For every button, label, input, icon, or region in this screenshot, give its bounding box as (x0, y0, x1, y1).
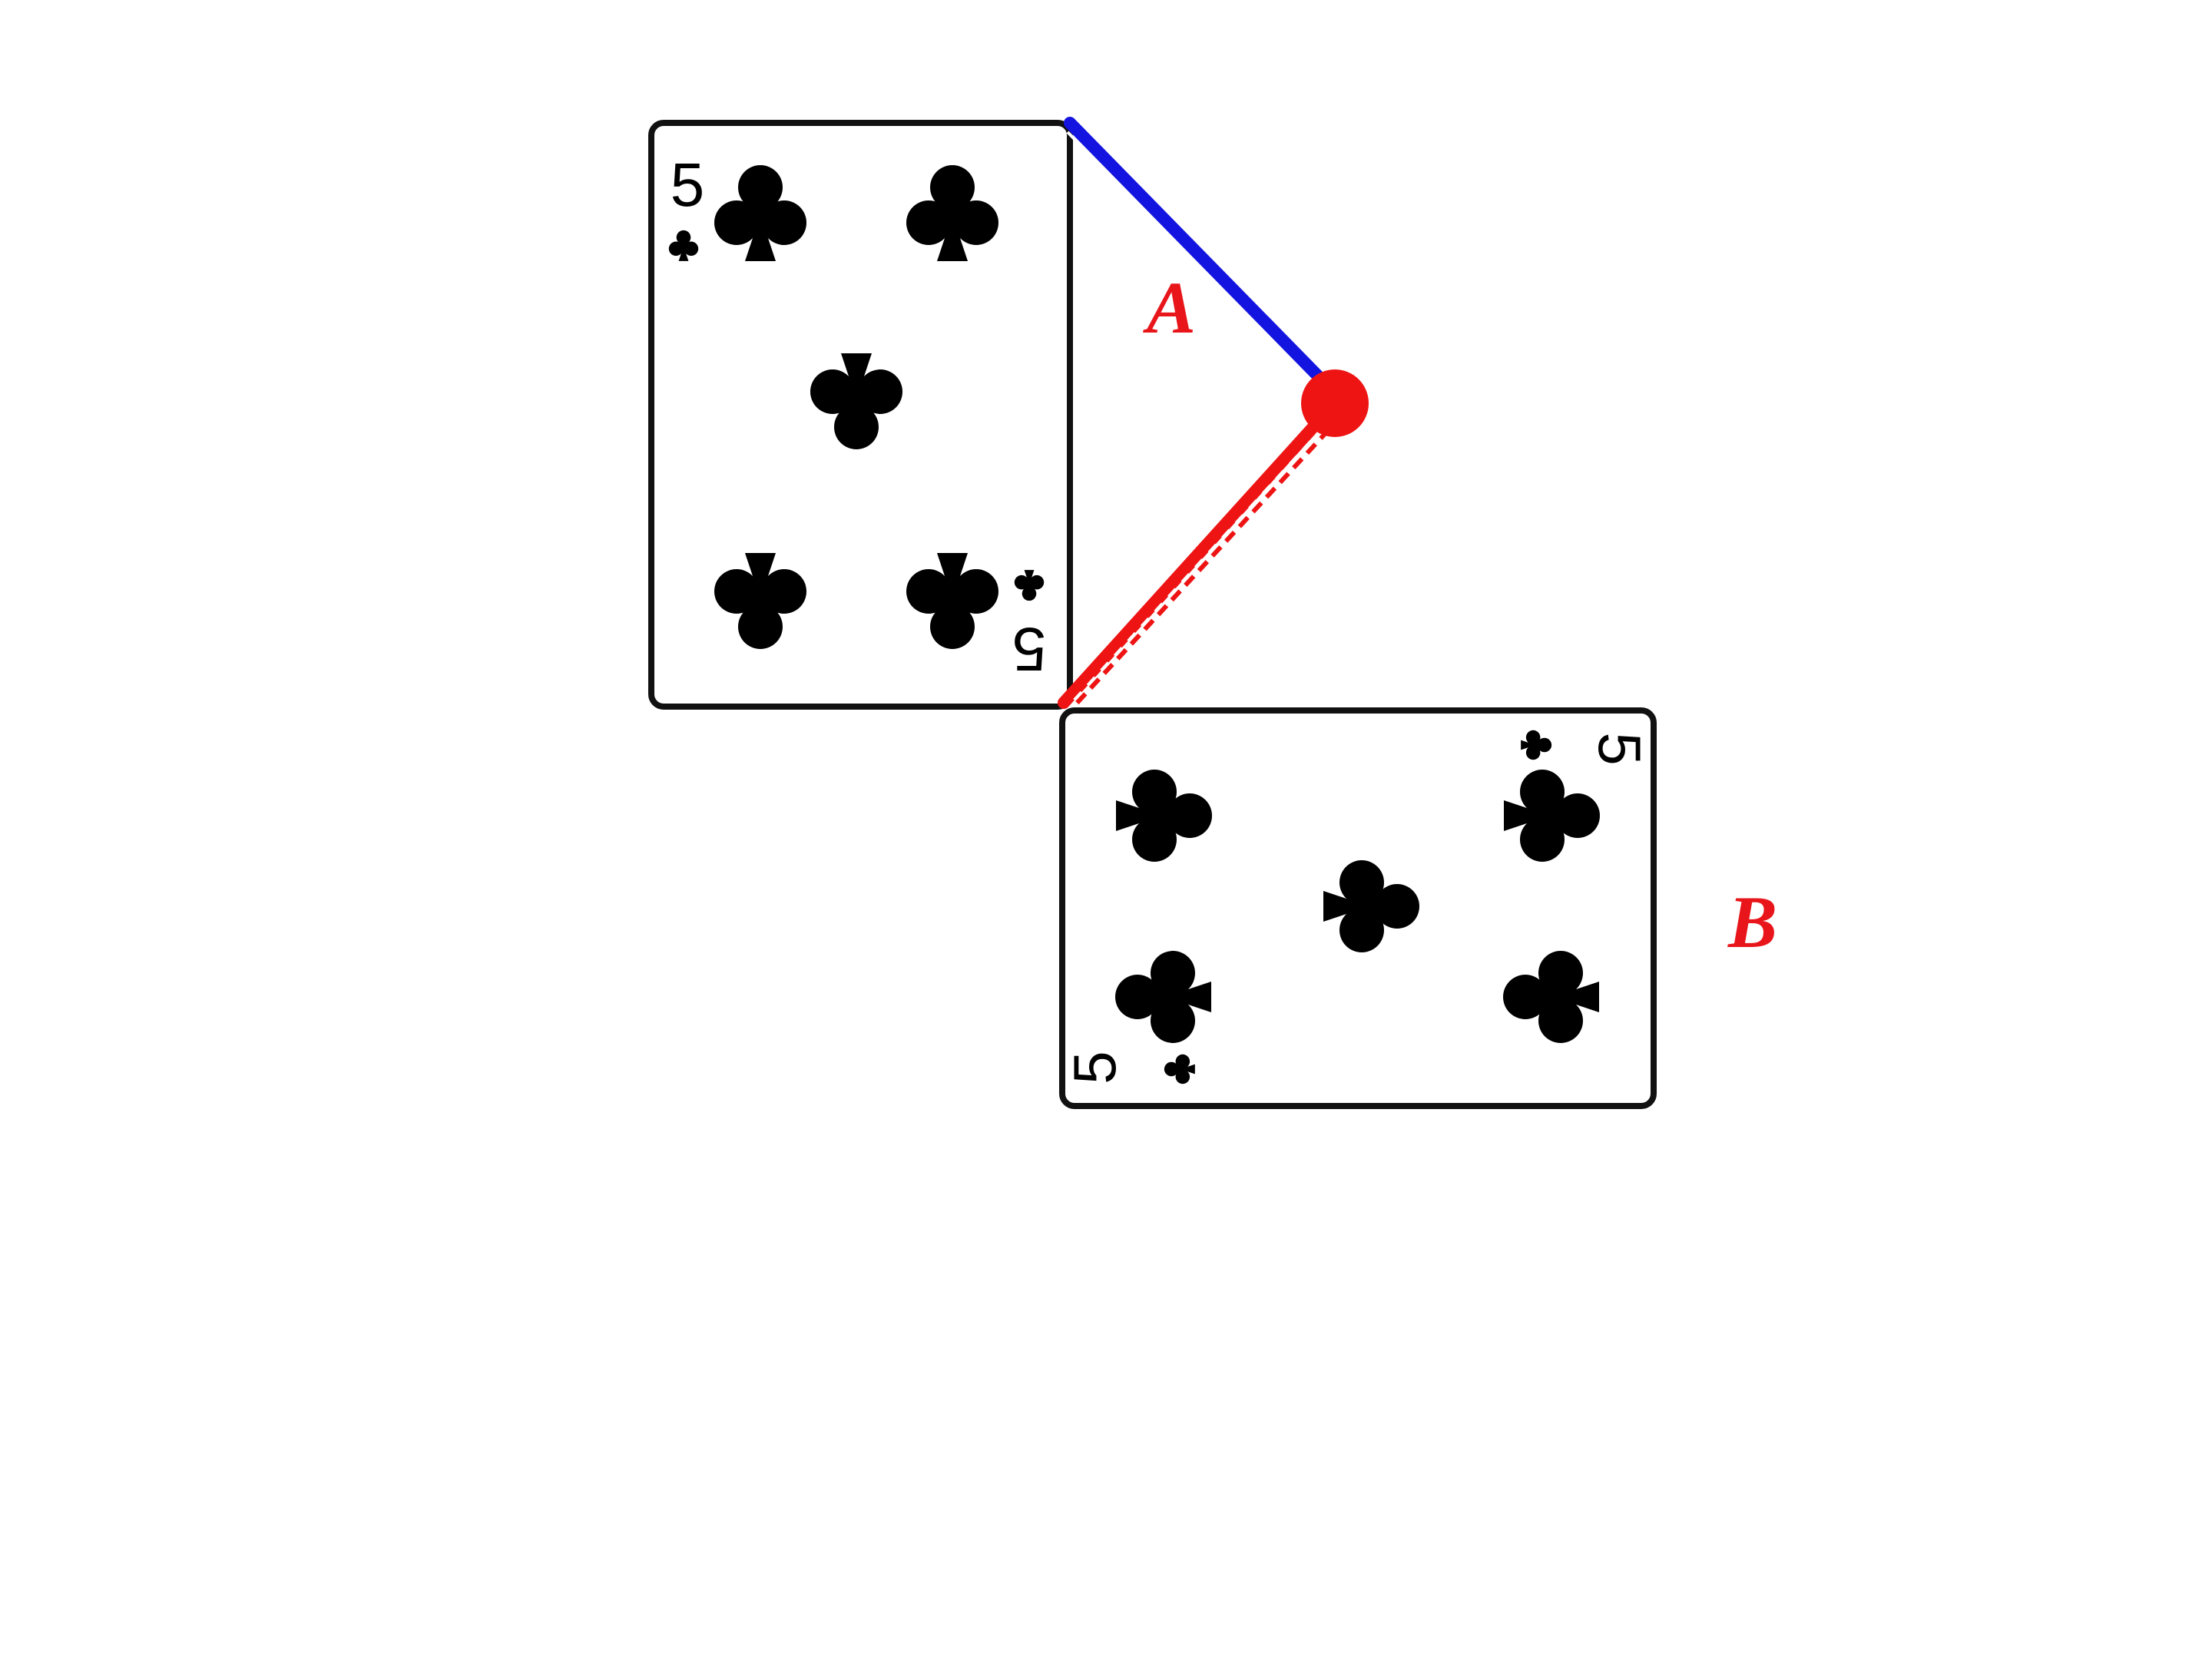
card-a: 5 5 (648, 120, 1073, 710)
card-a-rank-bottom: 5 (1012, 615, 1047, 684)
card-a-rank-top: 5 (671, 151, 705, 219)
card-b: 5 5 (1059, 707, 1657, 1109)
pivot-point (1301, 369, 1369, 437)
red-segment-gap (1068, 410, 1339, 707)
label-a: A (1143, 267, 1196, 349)
card-b-rank-bottom: 5 (1061, 1051, 1128, 1084)
red-segment (1058, 397, 1341, 709)
label-b: B (1727, 881, 1777, 963)
card-b-rank-top: 5 (1586, 732, 1654, 765)
blue-segment-dash (1066, 131, 1330, 402)
red-segment-dash (1070, 412, 1345, 710)
segments (1058, 117, 1369, 710)
blue-segment (1064, 117, 1341, 399)
